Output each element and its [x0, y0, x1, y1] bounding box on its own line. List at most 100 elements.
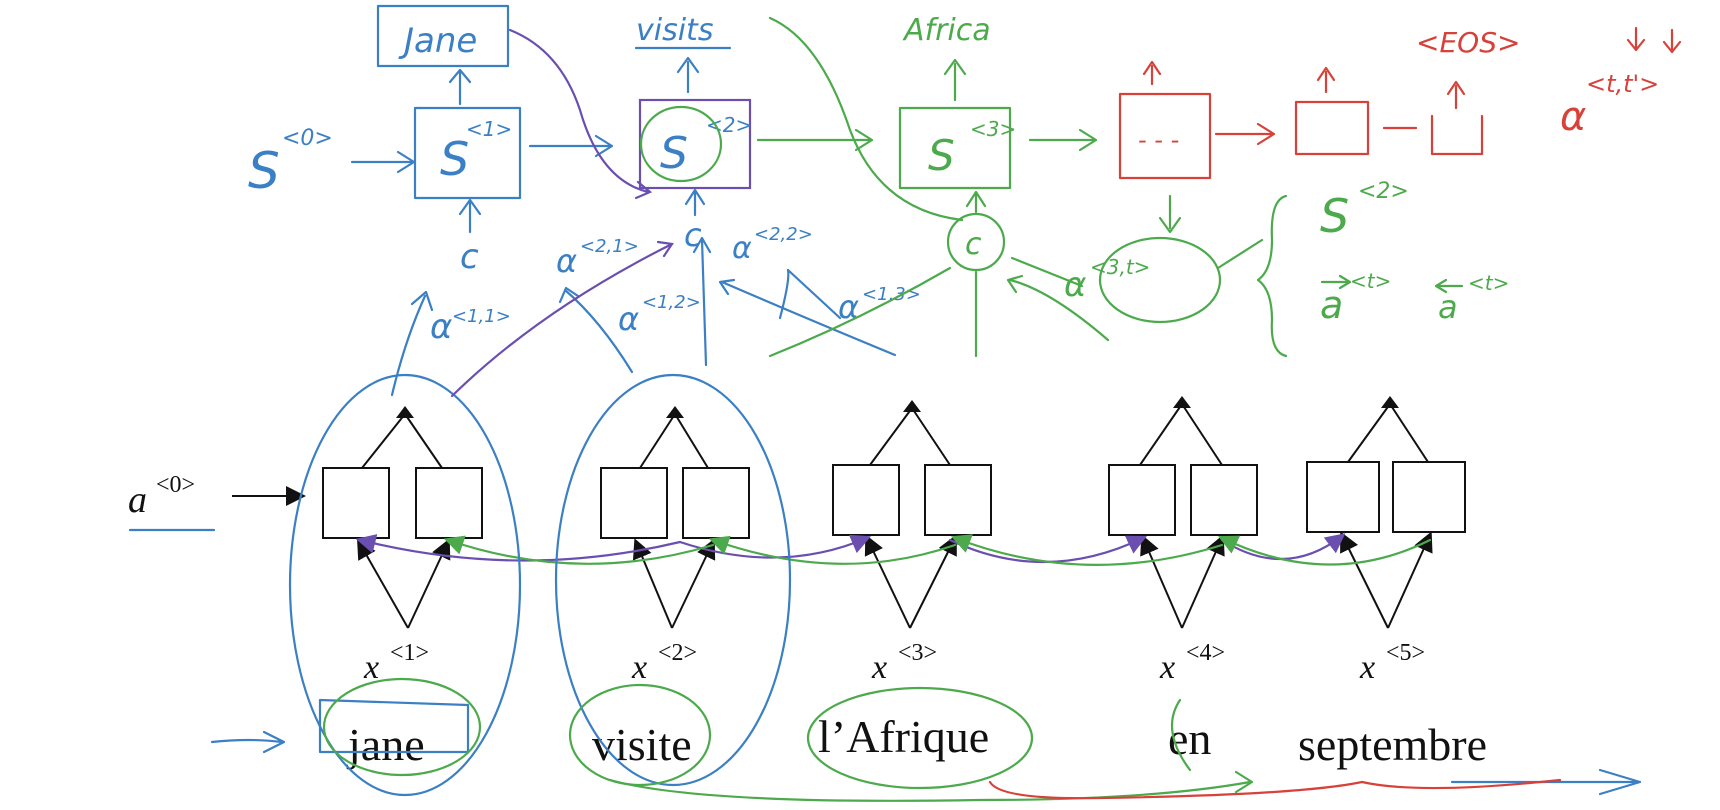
jane-output-box [376, 4, 510, 68]
s3-to-next-arrow [1028, 128, 1098, 152]
brace [1256, 194, 1288, 358]
c1-label: c [460, 237, 479, 277]
jane-to-s2-arrow [508, 28, 650, 194]
alpha3t-to-c3 [1010, 256, 1084, 288]
alpha-12-sup: <1,2> [642, 292, 701, 313]
lafrique-circle [806, 686, 1034, 790]
red-annotations: - - - <EOS> α <t,t'> [988, 26, 1682, 800]
red-to-alpha-arrow [1158, 194, 1182, 234]
attn-line-a [558, 286, 634, 374]
c1-arrow [458, 198, 482, 234]
s0-sup: <0> [282, 126, 333, 151]
green-annotations: S <3> Africa c α <3,t> S <2> a <t> a <t> [322, 13, 1509, 802]
en-bracket [1170, 698, 1192, 772]
step6-up-arrow [1446, 80, 1466, 110]
s2-circle [639, 105, 723, 183]
s3-to-africa-arrow [943, 58, 967, 102]
s3-sup: <3> [970, 117, 1016, 141]
visits-to-c3-arrow [768, 16, 964, 222]
alpha-11-arrow [390, 290, 434, 397]
alpha-tt-sup: <t,t'> [1586, 70, 1659, 98]
alpha-to-brace-line [1216, 238, 1264, 270]
annotation-a-backward-sup: <t> [1468, 271, 1509, 295]
timestep-1-oval [288, 373, 522, 797]
output-africa: Africa [902, 13, 991, 48]
x2-label: x [631, 649, 647, 686]
attn-line-d [778, 268, 842, 320]
x5-label: x [1359, 649, 1375, 686]
s2-label: S [660, 128, 688, 179]
forward-cell-4 [1108, 464, 1176, 536]
forward-cell-5 [1306, 461, 1380, 533]
annotation-s2-sup: <2> [1358, 179, 1409, 204]
word-visite: visite [592, 719, 692, 770]
blue-annotations: S <0> S <1> Jane c α <1,1> S <2> visits [210, 4, 1642, 797]
alpha-22-sup: <2,2> [754, 224, 813, 245]
annotation-a-forward: a [1320, 283, 1343, 327]
backward-cell-5 [1392, 461, 1466, 533]
x2-sup: <2> [658, 640, 697, 666]
x1-label: x [363, 649, 379, 686]
s1-to-jane-arrow [448, 68, 472, 106]
word-lafrique: l’Afrique [818, 711, 989, 762]
s1-box [413, 106, 522, 200]
forward-cell-3 [832, 464, 900, 536]
annotation-a-forward-sup: <t> [1350, 269, 1391, 293]
x1-sup: <1> [390, 640, 429, 666]
bottom-underline-green [608, 770, 1254, 802]
c2-arrow [684, 188, 706, 217]
s0-label: S [248, 142, 280, 200]
word-septembre: septembre [1298, 719, 1487, 770]
c3-right-input [1006, 274, 1110, 342]
alpha-tt-label: α [1560, 94, 1586, 140]
c3-circle [946, 212, 1006, 272]
alpha-21-sup: <2,1> [580, 236, 639, 257]
annotation-a-backward: a [1438, 288, 1458, 326]
s2-sup: <2> [706, 113, 752, 137]
backward-recurrent-arrows [443, 534, 1432, 566]
alpha-3t-sup: <3,t> [1090, 255, 1150, 279]
a0-sup: <0> [156, 472, 195, 498]
attn-line-c [718, 278, 897, 357]
c3-to-s3-arrow [965, 190, 987, 214]
forward-recurrent-arrows [355, 533, 1346, 564]
x5-sup: <5> [1386, 640, 1425, 666]
visite-circle [568, 683, 712, 787]
c3-label: c [965, 227, 982, 262]
jane-circle [322, 677, 482, 777]
output-eos: <EOS> [1416, 26, 1520, 59]
x3-sup: <3> [898, 640, 937, 666]
step5-up-arrow [1316, 66, 1336, 94]
alpha-13-sup: <1,3> [862, 284, 921, 305]
c3-left-input [768, 266, 952, 358]
bottom-underline-red [988, 778, 1562, 800]
h1-to-c2-arrow [450, 242, 674, 398]
step4-to-step5-arrow [1214, 122, 1276, 146]
down-arrows [1626, 26, 1682, 54]
decoder-step-6-box [1430, 114, 1484, 156]
alpha-11-label: α [430, 307, 452, 347]
s1-label: S [440, 132, 469, 186]
alpha-21-label: α [556, 242, 577, 280]
s2-to-visits-arrow [676, 56, 700, 94]
x4-sup: <4> [1186, 640, 1225, 666]
decoder-step-5-box [1294, 100, 1370, 156]
alpha-3t-label: α [1064, 265, 1086, 305]
output-visits: visits [636, 13, 713, 48]
word-en: en [1168, 713, 1211, 764]
s3-box [898, 106, 1012, 190]
cell-output-arrows [361, 396, 1429, 469]
annotation-s2: S [1320, 189, 1349, 243]
s1-sup: <1> [466, 117, 512, 141]
forward-cell-2 [600, 467, 668, 539]
x3-label: x [871, 649, 887, 686]
attn-line-b [692, 236, 712, 367]
s2-to-s3-arrow [756, 128, 874, 152]
c2-label: c [684, 216, 702, 254]
backward-cell-3 [924, 464, 992, 536]
step4-up-arrow [1142, 60, 1162, 86]
decoder-step-4-box [1118, 92, 1212, 180]
input-arrow-left [210, 730, 286, 754]
